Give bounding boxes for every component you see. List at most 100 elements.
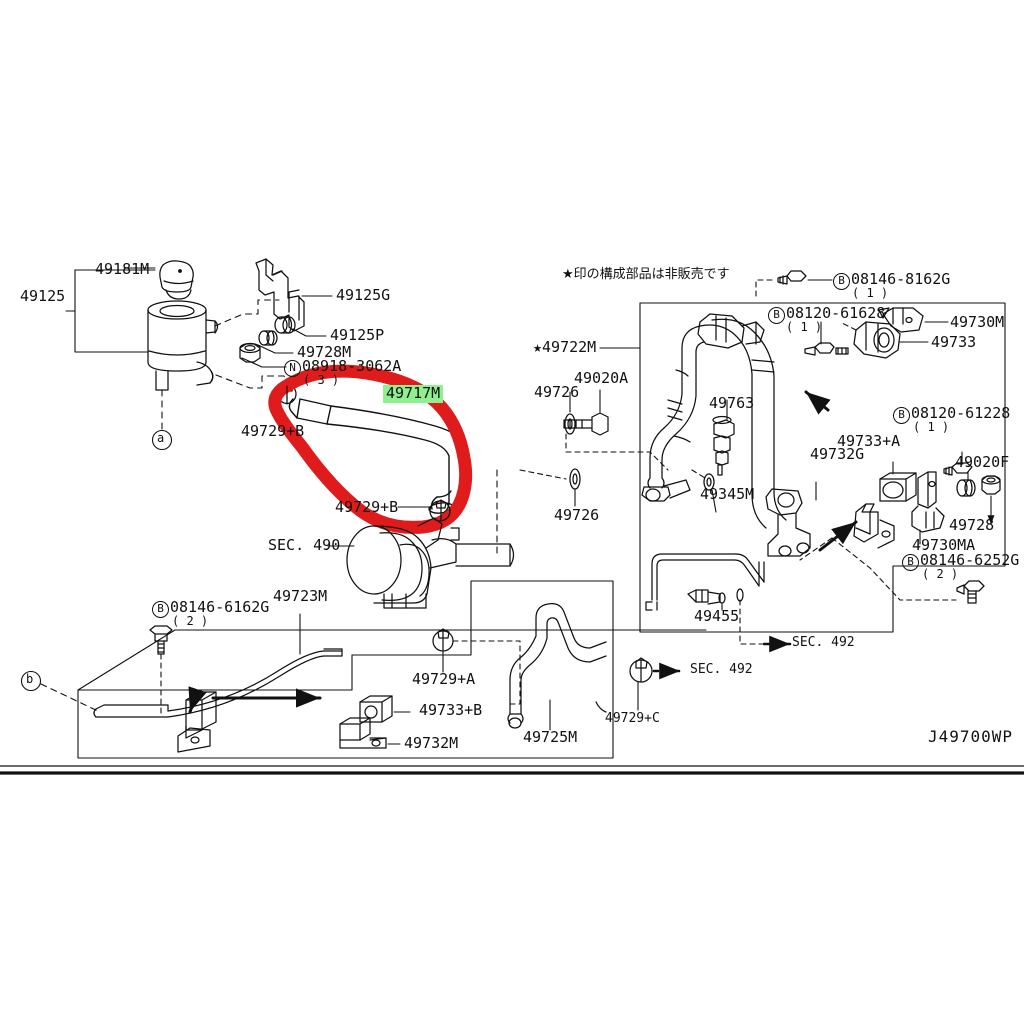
label-49717M-highlighted: 49717M <box>383 385 444 403</box>
label-49125: 49125 <box>20 287 66 305</box>
label-49345M: 49345M <box>700 485 755 503</box>
clip-49729C-art <box>629 657 653 683</box>
tube-49723M-art <box>93 648 343 753</box>
dash-49733 <box>839 321 857 331</box>
label-SEC490: SEC. 490 <box>268 536 341 554</box>
label-49125P: 49125P <box>330 326 385 344</box>
valve-49763-art <box>712 415 735 476</box>
bracket-49125G-art <box>255 258 305 332</box>
label-49181M: 49181M <box>95 260 150 278</box>
pump-sec490-art <box>346 517 515 609</box>
leader-49345M <box>711 489 717 513</box>
label-49723M: 49723M <box>273 587 328 605</box>
star-icon: ★ <box>533 338 543 356</box>
circle-n-icon: N <box>284 360 301 377</box>
bolt-08120-61628-art <box>804 342 849 356</box>
grommet-49020F-art <box>956 479 976 497</box>
label-49763: 49763 <box>709 394 755 412</box>
leader-08918 <box>241 357 287 368</box>
dash-08146-6252G <box>799 537 957 601</box>
label-49732M: 49732M <box>404 734 459 752</box>
label-08120-61228: 08120-61228 <box>911 404 1011 422</box>
leader-49125 <box>65 267 156 353</box>
lower-left-panel-frame <box>77 580 614 759</box>
clamp-49733-art <box>853 321 901 359</box>
label-49125G: 49125G <box>336 286 391 304</box>
marker-b-leader <box>40 683 101 713</box>
circle-b-icon: B <box>833 273 850 290</box>
label-49728M: 49728M <box>297 343 352 361</box>
bracket-49730MA-art <box>911 471 945 533</box>
block-49732M-art <box>339 717 387 749</box>
label-49729A: 49729+A <box>412 670 476 688</box>
dash-08146-8162G <box>755 279 773 301</box>
label-49730MA: 49730MA <box>912 536 976 554</box>
circle-b-icon: B <box>768 307 785 324</box>
label-49733B: 49733+B <box>419 701 483 719</box>
washer-49726-bottom-art <box>569 468 581 490</box>
reservoir-tank-art <box>147 260 219 391</box>
hose-49725M-art <box>507 603 607 729</box>
bolt-08146-6162G-art <box>149 625 173 655</box>
hose-49722M-art <box>641 313 811 557</box>
dash-49455 <box>739 599 763 645</box>
label-08146-6252G-qty: ( 2 ) <box>922 567 959 581</box>
clamp-49729B-bottom-art <box>429 499 451 522</box>
label-49020A: 49020A <box>574 369 629 387</box>
marker-b-label: b <box>26 672 34 686</box>
lower-left-panel-3d <box>77 629 707 691</box>
label-49733: 49733 <box>931 333 977 351</box>
label-49455: 49455 <box>694 607 740 625</box>
label-49725M: 49725M <box>523 728 578 746</box>
circle-b-icon: B <box>902 554 919 571</box>
label-08918-3062A-qty: ( 3 ) <box>303 373 340 387</box>
clamp-49733A-art <box>879 472 917 502</box>
label-49722M-row: ★49722M <box>533 338 596 356</box>
bolt-08146-6252G-art <box>956 580 985 604</box>
leader-49125P <box>292 328 327 337</box>
diagram-code: J49700WP <box>928 727 1014 746</box>
right-panel-frame <box>639 302 1006 633</box>
label-49729C: 49729+C <box>605 711 660 726</box>
arrow-49733A <box>804 390 831 415</box>
dash-49345M <box>691 469 706 479</box>
note-japanese: ★印の構成部品は非販売です <box>562 267 730 282</box>
label-08146-6252G: 08146-6252G <box>920 551 1020 569</box>
dash-49729A <box>452 640 521 705</box>
label-08146-6162G: 08146-6162G <box>170 598 270 616</box>
bolt-08120-61228-art <box>943 462 973 476</box>
nut-49728-art <box>981 475 1001 495</box>
arrow-to-49733B <box>188 686 207 714</box>
label-49726-top: 49726 <box>534 383 580 401</box>
bolt-49020A-art <box>563 412 609 436</box>
block-49733B-art <box>359 695 393 723</box>
dash-49726-49020A <box>565 433 669 471</box>
label-08146-6162G-qty: ( 2 ) <box>172 614 209 628</box>
label-SEC492-a: SEC. 492 <box>792 635 855 650</box>
tube-49455-art <box>645 553 765 611</box>
oring-49345M-art <box>703 473 715 491</box>
label-08146-8162G: 08146-8162G <box>851 270 951 288</box>
label-49730M: 49730M <box>950 313 1005 331</box>
marker-a-label: a <box>157 431 165 445</box>
label-49728: 49728 <box>949 516 995 534</box>
circle-b-icon: B <box>152 601 169 618</box>
label-49729B-top: 49729+B <box>241 422 305 440</box>
clamp-49732G-art <box>853 503 895 549</box>
label-49726-bottom: 49726 <box>554 506 600 524</box>
leader-49728M <box>257 344 294 354</box>
label-08120-61228-qty: ( 1 ) <box>913 420 950 434</box>
bolt-08146-8162G-art <box>777 270 807 285</box>
arrow-49732G <box>818 520 858 552</box>
label-49729B-bottom: 49729+B <box>335 498 399 516</box>
label-08146-8162G-qty: ( 1 ) <box>852 286 889 300</box>
label-49733A: 49733+A <box>837 432 901 450</box>
label-08120-61628: 08120-61628 <box>786 304 886 322</box>
